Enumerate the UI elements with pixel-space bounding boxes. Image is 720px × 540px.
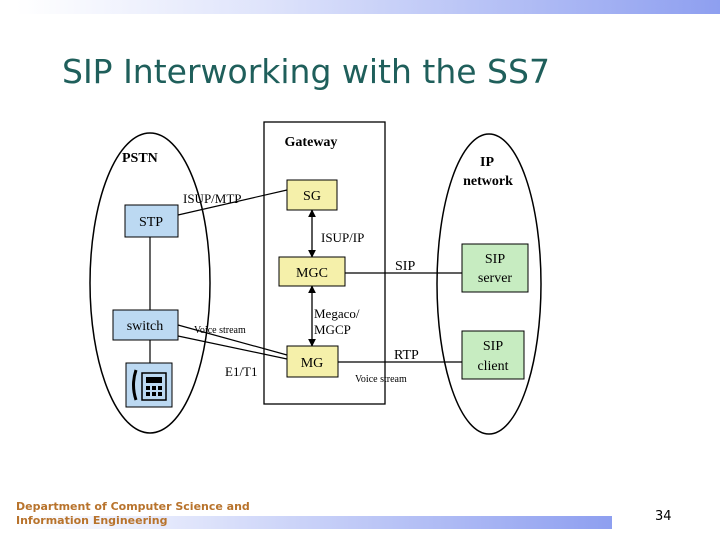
gateway-box [263, 121, 386, 405]
voice-stream-left-label: Voice stream [194, 325, 246, 336]
isup-mtp-label: ISUP/MTP [183, 191, 242, 206]
gateway-label: Gateway [285, 135, 338, 150]
e1t1-label: E1/T1 [225, 364, 258, 379]
sip-client-box [461, 330, 525, 380]
switch-box [112, 309, 179, 341]
isup-ip-label: ISUP/IP [321, 230, 364, 245]
pstn-label: PSTN [122, 151, 158, 166]
ip-network-label-line1: IP [480, 155, 494, 170]
switch-to-mg-e1t1-line [177, 335, 288, 360]
ip-network-cloud [436, 133, 542, 435]
footer-department: Department of Computer Science and Infor… [16, 500, 250, 527]
network-diagram: PSTN IP network Gateway STP switch SG MG… [80, 118, 560, 438]
stp-to-sg-line [177, 189, 288, 216]
stp-box [124, 204, 179, 238]
megaco-label-line1: Megaco/ [314, 306, 360, 321]
telephone-icon [125, 362, 173, 408]
top-decorative-bar [16, 0, 720, 14]
sip-link-label: SIP [395, 259, 415, 274]
switch-to-mg-voice-line [177, 324, 288, 356]
pstn-cloud [89, 132, 211, 434]
megaco-label-line2: MGCP [314, 322, 351, 337]
sip-server-label-line2: server [478, 271, 513, 286]
rtp-label: RTP [394, 348, 419, 363]
sg-box-label: SG [303, 189, 321, 204]
bottom-decorative-bar [16, 516, 612, 529]
mgc-box-label: MGC [296, 266, 328, 281]
switch-box-label: switch [127, 319, 164, 334]
sip-server-box [461, 243, 529, 293]
ip-network-label-line2: network [463, 174, 513, 189]
sip-client-label-line2: client [477, 359, 508, 374]
sg-box [286, 179, 338, 211]
sip-client-label-line1: SIP [483, 339, 503, 354]
voice-stream-right-label: Voice stream [355, 374, 407, 385]
mg-box-label: MG [301, 356, 324, 371]
stp-box-label: STP [139, 215, 163, 230]
slide-title: SIP Interworking with the SS7 [62, 52, 550, 91]
page-number: 34 [655, 509, 672, 524]
mgc-box [278, 256, 346, 287]
mg-box [286, 345, 339, 378]
sip-server-label-line1: SIP [485, 252, 505, 267]
